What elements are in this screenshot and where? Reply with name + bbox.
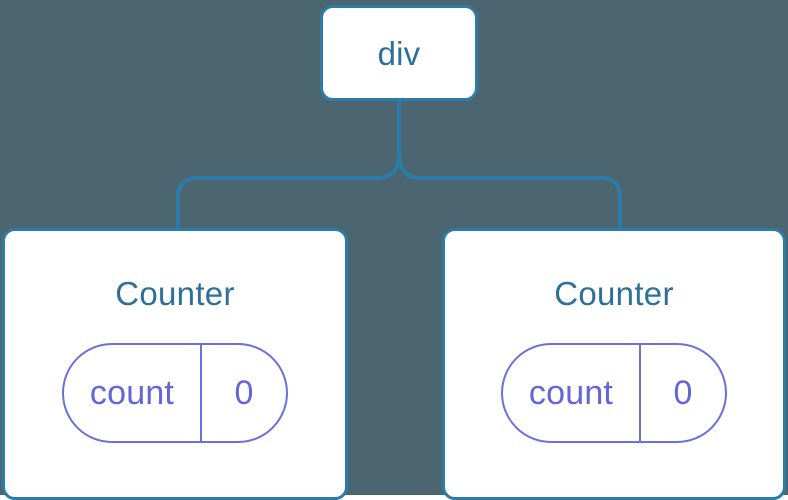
state-key-label: count bbox=[89, 374, 175, 412]
connector-branch-right bbox=[397, 150, 622, 232]
state-key-cell: count bbox=[503, 345, 639, 441]
state-pill[interactable]: count 0 bbox=[500, 343, 728, 443]
state-key-cell: count bbox=[64, 345, 200, 441]
state-pill-divider bbox=[639, 345, 642, 441]
state-value-label: 0 bbox=[673, 374, 693, 412]
state-value-cell: 0 bbox=[202, 345, 286, 441]
node-root-label: div bbox=[377, 34, 421, 72]
node-root-div[interactable]: div bbox=[320, 5, 478, 101]
node-title: Counter bbox=[554, 275, 674, 312]
state-pill-divider bbox=[200, 345, 203, 441]
state-key-label: count bbox=[528, 374, 614, 412]
connector-branch-left bbox=[176, 150, 401, 232]
node-title: Counter bbox=[115, 275, 235, 312]
node-component-counter-0[interactable]: Counter count 0 bbox=[2, 228, 348, 500]
state-value-label: 0 bbox=[234, 374, 254, 412]
state-value-cell: 0 bbox=[641, 345, 725, 441]
state-pill[interactable]: count 0 bbox=[61, 343, 289, 443]
node-component-counter-1[interactable]: Counter count 0 bbox=[442, 228, 786, 500]
